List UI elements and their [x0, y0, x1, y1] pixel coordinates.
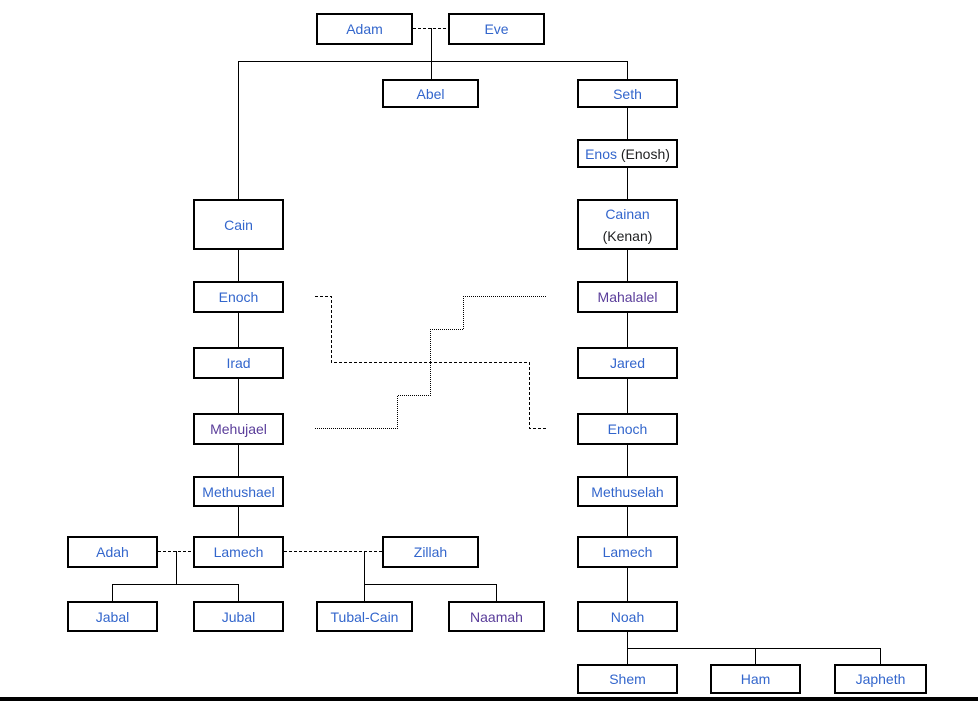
person-jubal[interactable]: Jubal	[193, 601, 284, 632]
dotted-link-mehujael-mahalalel	[315, 296, 546, 429]
name-label[interactable]: Methushael	[202, 483, 275, 500]
name-label[interactable]: Ham	[740, 671, 771, 687]
name-label[interactable]: Noah	[610, 608, 645, 625]
name-label[interactable]: Lamech	[602, 544, 653, 560]
person-tubal-cain[interactable]: Tubal-Cain	[316, 601, 413, 632]
person-enoch-son-of-jared[interactable]: Enoch	[577, 413, 678, 445]
person-zillah[interactable]: Zillah	[382, 536, 479, 568]
person-shem[interactable]: Shem	[577, 664, 678, 694]
person-enos[interactable]: Enos (Enosh)	[577, 139, 678, 168]
name-label[interactable]: Cainan	[605, 205, 650, 222]
name-label[interactable]: Jabal	[95, 608, 130, 625]
name-label[interactable]: Mahalalel	[597, 289, 658, 305]
person-adah[interactable]: Adah	[67, 536, 158, 568]
person-cain[interactable]: Cain	[193, 199, 284, 250]
person-noah[interactable]: Noah	[577, 601, 678, 632]
name-label[interactable]: Adah	[96, 544, 129, 560]
name-label[interactable]: Enoch	[218, 289, 259, 305]
alt-name: (Enosh)	[620, 145, 670, 162]
name-label[interactable]: Cain	[224, 216, 253, 233]
name-label[interactable]: Abel	[416, 85, 445, 102]
person-lamech-son-of-methushael[interactable]: Lamech	[193, 536, 284, 568]
person-mahalalel[interactable]: Mahalalel	[577, 281, 678, 313]
name-label[interactable]: Tubal-Cain	[330, 608, 399, 625]
name-label[interactable]: Eve	[484, 21, 509, 37]
dashed-link-enoch	[315, 296, 546, 429]
name-label[interactable]: Enoch	[607, 421, 648, 437]
name-label[interactable]: Zillah	[413, 544, 448, 560]
name-label[interactable]: Japheth	[855, 671, 906, 687]
person-ham[interactable]: Ham	[710, 664, 801, 694]
name-label[interactable]: Naamah	[470, 608, 523, 625]
person-jared[interactable]: Jared	[577, 347, 678, 379]
name-label[interactable]: Enos	[585, 145, 617, 162]
person-cainan[interactable]: Cainan (Kenan)	[577, 199, 678, 250]
person-eve[interactable]: Eve	[448, 13, 545, 45]
person-seth[interactable]: Seth	[577, 79, 678, 108]
children-bar-adam	[238, 61, 628, 199]
name-label[interactable]: Mehujael	[210, 421, 267, 437]
alt-name: (Kenan)	[602, 227, 653, 244]
name-label[interactable]: Jared	[609, 355, 646, 371]
name-label[interactable]: Shem	[609, 671, 646, 687]
person-mehujael[interactable]: Mehujael	[193, 413, 284, 445]
person-adam[interactable]: Adam	[316, 13, 413, 45]
children-bar-zillah-h	[364, 584, 497, 601]
children-bar-noah-h	[627, 648, 881, 664]
person-jabal[interactable]: Jabal	[67, 601, 158, 632]
person-methuselah[interactable]: Methuselah	[577, 476, 678, 507]
name-label[interactable]: Adam	[346, 21, 383, 37]
name-label[interactable]: Seth	[613, 85, 642, 102]
name-label[interactable]: Methuselah	[591, 483, 664, 500]
person-abel[interactable]: Abel	[382, 79, 479, 108]
person-lamech-son-of-methuselah[interactable]: Lamech	[577, 536, 678, 568]
person-irad[interactable]: Irad	[193, 347, 284, 379]
person-methushael[interactable]: Methushael	[193, 476, 284, 507]
person-enoch-son-of-cain[interactable]: Enoch	[193, 281, 284, 313]
name-label[interactable]: Lamech	[213, 544, 264, 560]
person-naamah[interactable]: Naamah	[448, 601, 545, 632]
bottom-border	[0, 697, 978, 701]
person-japheth[interactable]: Japheth	[834, 664, 927, 694]
children-bar-adah-h	[112, 584, 239, 601]
name-label[interactable]: Jubal	[221, 608, 256, 625]
name-label[interactable]: Irad	[226, 355, 251, 371]
